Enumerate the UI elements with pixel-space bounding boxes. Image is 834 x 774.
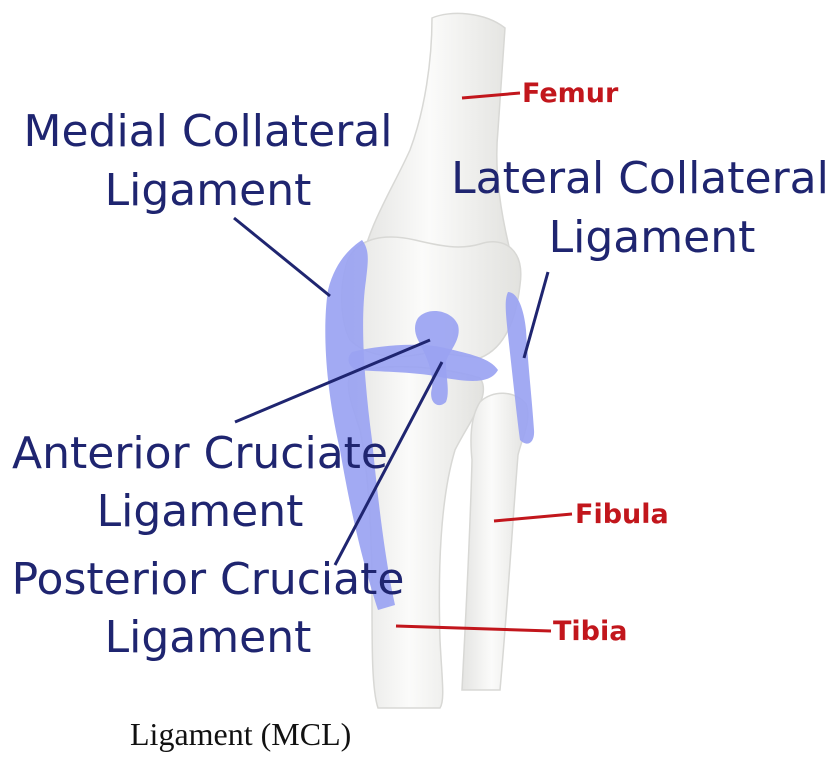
lcl-label-line1: Lateral Collateral	[451, 153, 829, 204]
femur-label: Femur	[522, 78, 619, 109]
lcl-label-line2: Ligament	[549, 212, 756, 263]
caption: Ligament (MCL)	[130, 716, 351, 753]
tibia-label: Tibia	[553, 616, 627, 647]
acl-label-line1: Anterior Cruciate	[12, 428, 388, 479]
mcl-pointer	[234, 218, 330, 296]
fibula-bone	[462, 393, 528, 690]
acl-label-line2: Ligament	[97, 486, 304, 537]
mcl-label-line2: Ligament	[105, 165, 312, 216]
mcl-label-line1: Medial Collateral	[23, 106, 392, 157]
pcl-label-line1: Posterior Cruciate	[12, 554, 405, 605]
fibula-label: Fibula	[575, 499, 669, 530]
pcl-label-line2: Ligament	[105, 612, 312, 663]
lcl-pointer	[524, 272, 548, 358]
